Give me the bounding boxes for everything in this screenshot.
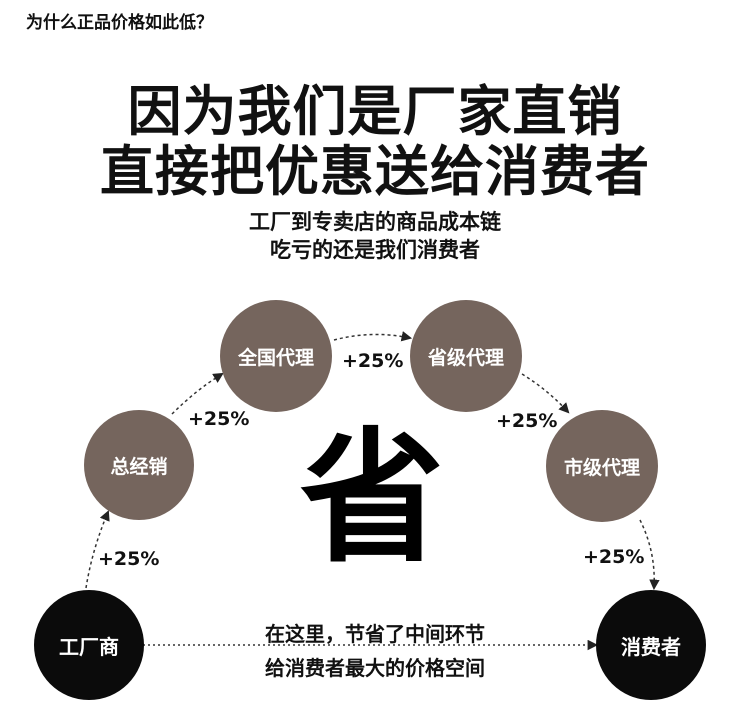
node-national-agent: 全国代理 [220, 300, 332, 412]
arrow-city-to-consumer [639, 519, 660, 591]
question-title: 为什么正品价格如此低？ [26, 13, 213, 33]
bottom-note-line-1: 在这里，节省了中间环节 [265, 622, 485, 646]
subtitle-line-1: 工厂到专卖店的商品成本链 [249, 210, 501, 234]
markup-to-national: +25% [188, 408, 250, 430]
node-factory: 工厂商 [34, 590, 144, 700]
arrow-provincial-to-city [521, 373, 570, 414]
headline-line-2: 直接把优惠送给消费者 [100, 140, 650, 203]
bottom-note-line-2: 给消费者最大的价格空间 [265, 656, 485, 680]
arrow-national-to-provincial [333, 331, 413, 342]
center-save-character: 省 [300, 414, 445, 582]
markup-to-distributor: +25% [98, 548, 160, 570]
headline-line-1: 因为我们是厂家直销 [127, 80, 623, 143]
markup-to-provincial: +25% [342, 350, 404, 372]
node-provincial-agent: 省级代理 [410, 300, 522, 412]
subtitle-line-2: 吃亏的还是我们消费者 [270, 238, 480, 262]
node-consumer: 消费者 [596, 590, 706, 700]
node-distributor: 总经销 [84, 410, 194, 520]
arrow-factory-to-distributor [85, 510, 110, 589]
markup-to-city: +25% [496, 410, 558, 432]
markup-to-consumer: +25% [583, 546, 645, 568]
arrow-distributor-to-national [171, 372, 224, 415]
node-city-agent: 市级代理 [546, 410, 658, 522]
